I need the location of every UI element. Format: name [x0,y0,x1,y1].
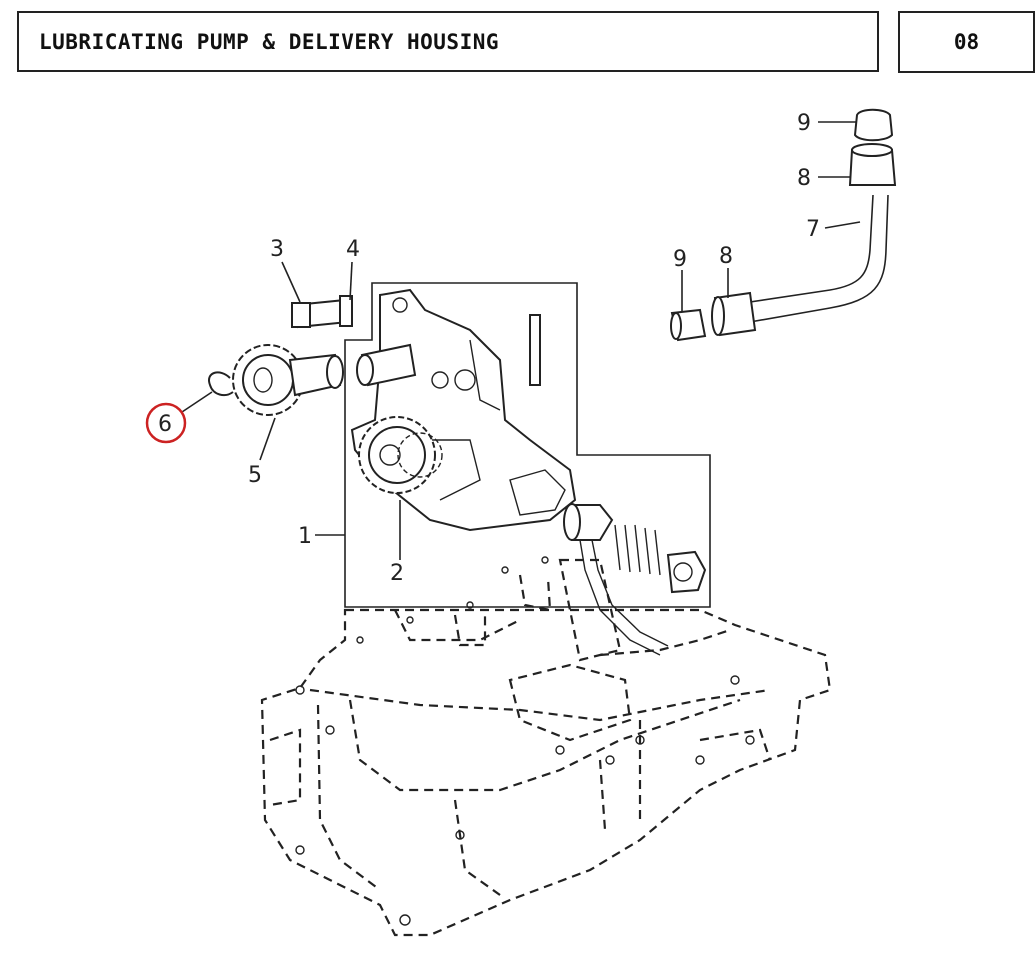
page-title: LUBRICATING PUMP & DELIVERY HOUSING [39,29,500,54]
callout-6: 6 [158,412,172,437]
callout-3: 3 [270,237,284,262]
pipe-fitting-top [848,108,897,186]
pump-body [350,288,577,532]
pump-assembly-outline [344,282,711,608]
callout-4: 4 [346,237,360,262]
delivery-housing [260,556,832,937]
dowel-pin [529,314,541,386]
leader-lines [181,121,861,560]
relief-valve [563,503,707,594]
title-box: LUBRICATING PUMP & DELIVERY HOUSING [17,11,879,72]
highlight-ring [145,402,187,444]
callout-7: 7 [806,217,820,242]
suction-pipe [579,539,669,656]
callout-8-left: 8 [719,244,733,269]
callout-1: 1 [298,524,312,549]
section-code: 08 [953,30,980,54]
delivery-pipe [749,194,889,323]
callout-9-left: 9 [673,247,687,272]
pipe-fitting-left [670,291,757,342]
callout-5: 5 [248,463,262,488]
callout-8-top: 8 [797,166,811,191]
callout-9-top: 9 [797,111,811,136]
pump-shaft [356,343,417,387]
pump-gear [358,416,443,494]
bolt [291,295,353,329]
section-code-box: 08 [898,11,1035,73]
callout-2: 2 [390,561,404,586]
drive-gear [232,344,344,416]
circlip-washer [208,371,234,397]
